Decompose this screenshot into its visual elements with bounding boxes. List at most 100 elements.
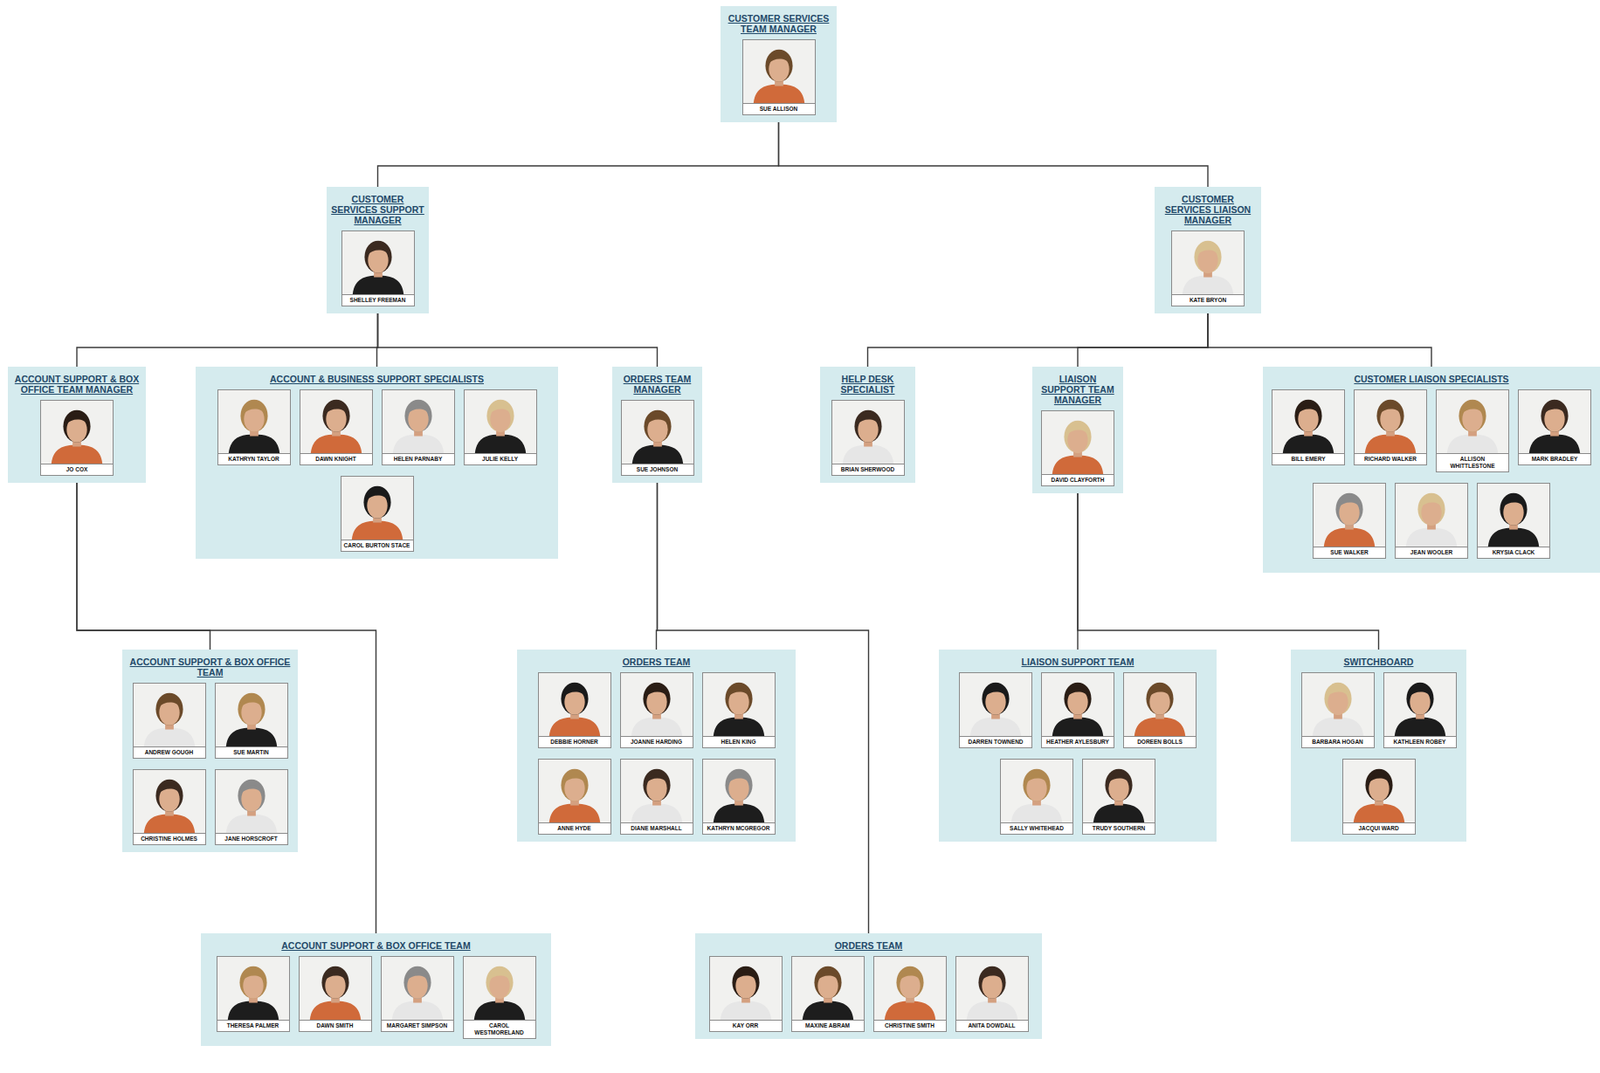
staff-photo xyxy=(1041,410,1115,476)
staff-photo xyxy=(742,39,816,104)
staff-name: DOREEN BOLLS xyxy=(1123,737,1197,749)
panel-heading: ACCOUNT & BUSINESS SUPPORT SPECIALISTS xyxy=(195,373,559,385)
panel-heading: LIAISON SUPPORT TEAM xyxy=(938,656,1217,668)
staff-name: SALLY WHITEHEAD xyxy=(1000,823,1074,835)
staff-photo xyxy=(340,475,414,541)
staff-name: DARREN TOWNEND xyxy=(958,737,1033,749)
staff-photo xyxy=(955,956,1029,1021)
staff-name: ANNE HYDE xyxy=(537,823,612,835)
staff-name: SUE WALKER xyxy=(1312,547,1387,559)
staff-name: ANITA DOWDALL xyxy=(955,1020,1029,1033)
staff-name: KRYSIA CLACK xyxy=(1476,547,1551,559)
staff-card: DARREN TOWNEND xyxy=(958,672,1033,749)
team-panel: SWITCHBOARDBARBARA HOGANKATHLEEN ROBEYJA… xyxy=(1290,649,1467,842)
panel-heading: SWITCHBOARD xyxy=(1290,656,1467,668)
staff-card: KATHRYN MCGREGOR xyxy=(702,758,776,835)
staff-card: TRUDY SOUTHERN xyxy=(1082,758,1156,835)
staff-card: THERESA PALMER xyxy=(216,956,290,1033)
staff-card: SHELLEY FREEMAN xyxy=(341,230,415,307)
staff-name: DAWN KNIGHT xyxy=(299,454,373,466)
staff-photo xyxy=(1476,482,1551,548)
staff-photo xyxy=(381,389,456,455)
staff-photo xyxy=(1271,389,1345,455)
staff-photo xyxy=(1353,389,1428,455)
staff-name: JEAN WOOLER xyxy=(1394,547,1469,559)
staff-photo xyxy=(40,400,114,465)
team-panel: ORDERS TEAM MANAGERSUE JOHNSON xyxy=(612,366,703,483)
staff-photo xyxy=(214,769,289,835)
panel-heading: ACCOUNT SUPPORT & BOX OFFICE TEAM MANAGE… xyxy=(7,373,146,395)
staff-photo xyxy=(958,672,1033,738)
staff-photo xyxy=(380,956,455,1021)
staff-name: DEBBIE HORNER xyxy=(537,737,612,749)
staff-name: DAWN SMITH xyxy=(298,1020,373,1033)
staff-card: KATHRYN TAYLOR xyxy=(217,389,291,466)
staff-photo xyxy=(1394,482,1469,548)
staff-photo xyxy=(709,956,783,1021)
panel-heading: ORDERS TEAM MANAGER xyxy=(612,373,703,395)
panel-heading: ACCOUNT SUPPORT & BOX OFFICE TEAM xyxy=(122,656,298,678)
staff-card: SALLY WHITEHEAD xyxy=(1000,758,1074,835)
staff-photo xyxy=(620,672,694,738)
team-panel: LIAISON SUPPORT TEAM DARREN TOWNEND HEATHE… xyxy=(938,649,1217,842)
staff-photo xyxy=(537,672,612,738)
staff-card: JANE HORSCROFT xyxy=(214,769,289,846)
staff-name: RICHARD WALKER xyxy=(1353,454,1428,466)
panel-heading: ORDERS TEAM xyxy=(695,940,1042,952)
staff-name: CHRISTINE SMITH xyxy=(873,1020,947,1033)
staff-card: JACQUI WARD xyxy=(1342,758,1416,835)
staff-name: HELEN PARNABY xyxy=(381,454,456,466)
staff-photo xyxy=(1301,672,1375,738)
staff-photo xyxy=(299,389,373,455)
staff-card: JO COX xyxy=(40,400,114,476)
staff-photo xyxy=(620,400,695,465)
staff-name: BILL EMERY xyxy=(1271,454,1345,466)
staff-name: CHRISTINE HOLMES xyxy=(132,834,207,846)
staff-card: CHRISTINE HOLMES xyxy=(132,769,207,846)
connector xyxy=(868,313,1209,367)
staff-card: DIANE MARSHALL xyxy=(620,758,694,835)
staff-photo xyxy=(791,956,865,1021)
staff-card: ANDREW GOUGH xyxy=(132,682,207,759)
staff-photo xyxy=(873,956,947,1021)
staff-card: HELEN PARNABY xyxy=(381,389,456,466)
staff-name: HEATHER AYLESBURY xyxy=(1041,737,1115,749)
team-panel: CUSTOMER SERVICES SUPPORT MANAGERSHELLEY… xyxy=(326,186,429,314)
staff-name: MAXINE ABRAM xyxy=(791,1020,865,1033)
staff-photo xyxy=(1000,758,1074,824)
staff-card: DAVID CLAYFORTH xyxy=(1041,410,1115,487)
staff-name: CAROL WESTMORELAND xyxy=(462,1020,537,1040)
staff-name: ALLISON WHITTLESTONE xyxy=(1435,454,1510,473)
staff-photo xyxy=(1312,482,1387,548)
team-panel: ACCOUNT SUPPORT & BOX OFFICE TEAMTHERESA… xyxy=(200,933,552,1047)
staff-card: BILL EMERY xyxy=(1271,389,1345,466)
staff-card: RICHARD WALKER xyxy=(1353,389,1428,466)
team-panel: ORDERS TEAMDEBBIE HORNERJOANNE HARDINGHE… xyxy=(517,649,796,842)
team-panel: HELP DESK SPECIALISTBRIAN SHERWOOD xyxy=(820,366,916,483)
staff-card: HELEN KING xyxy=(702,672,776,749)
staff-card: KAY ORR xyxy=(709,956,783,1033)
team-panel: CUSTOMER LIAISON SPECIALISTS BILL EMERY RI… xyxy=(1262,366,1600,573)
staff-name: SHELLEY FREEMAN xyxy=(341,295,415,307)
staff-card: SUE MARTIN xyxy=(214,682,289,759)
staff-card: DAWN SMITH xyxy=(298,956,373,1033)
connector xyxy=(76,482,211,650)
staff-photo xyxy=(132,682,207,748)
staff-photo xyxy=(1041,672,1115,738)
staff-card: DOREEN BOLLS xyxy=(1123,672,1197,749)
panel-heading: CUSTOMER LIAISON SPECIALISTS xyxy=(1262,373,1600,385)
staff-photo xyxy=(132,769,207,835)
staff-card: CHRISTINE SMITH xyxy=(873,956,947,1033)
connector xyxy=(378,122,780,187)
staff-name: SUE MARTIN xyxy=(214,747,289,759)
staff-name: ANDREW GOUGH xyxy=(132,747,207,759)
staff-name: TRUDY SOUTHERN xyxy=(1082,823,1156,835)
staff-card: JOANNE HARDING xyxy=(620,672,694,749)
staff-photo xyxy=(702,672,776,738)
staff-photo xyxy=(831,400,905,465)
panel-heading: LIAISON SUPPORT TEAM MANAGER xyxy=(1032,373,1124,406)
connector xyxy=(76,313,379,367)
staff-photo xyxy=(341,230,415,296)
staff-card: CAROL BURTON STACE xyxy=(340,475,414,552)
